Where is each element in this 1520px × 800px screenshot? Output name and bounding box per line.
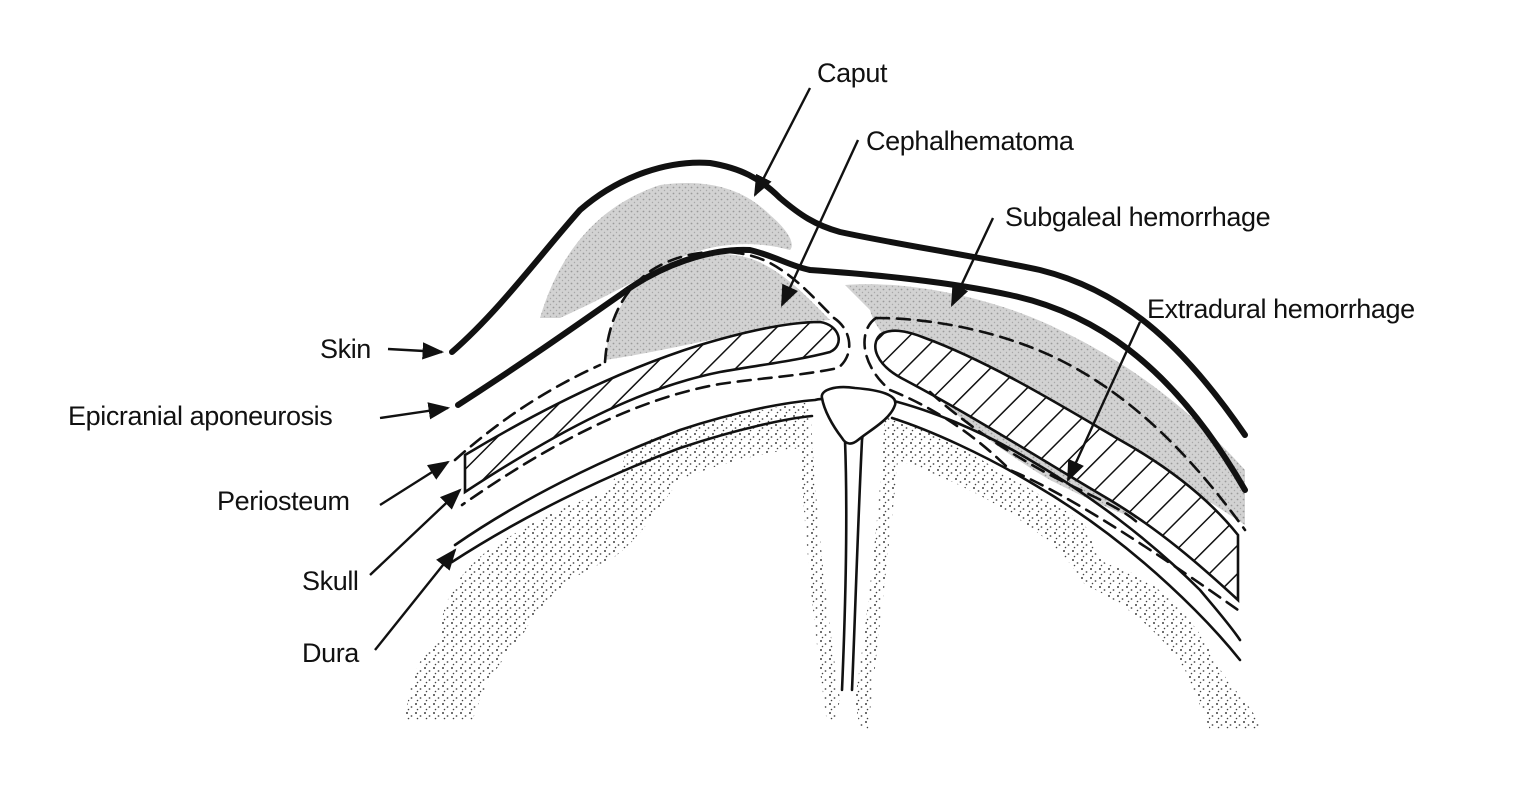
brain-right-interior bbox=[868, 460, 1210, 730]
label-subgaleal-hemorrhage: Subgaleal hemorrhage bbox=[1005, 202, 1270, 232]
label-dura: Dura bbox=[302, 638, 360, 668]
caput-leader bbox=[753, 87, 812, 197]
dura-arrow bbox=[374, 548, 457, 651]
label-epicranial-aponeurosis: Epicranial aponeurosis bbox=[68, 401, 332, 431]
cephalhematoma-region bbox=[605, 253, 830, 360]
epicranial-aponeurosis-line bbox=[455, 246, 1248, 493]
periosteum-around-right-plate bbox=[863, 316, 1240, 612]
periosteum-line-right bbox=[874, 316, 1247, 532]
dura-line-left-inner bbox=[450, 414, 814, 564]
extradural-leader bbox=[1066, 321, 1142, 482]
periosteum-line-left bbox=[453, 363, 602, 462]
extradural-outline bbox=[928, 390, 1142, 527]
cephalhematoma-leader bbox=[780, 139, 860, 307]
epicranial-arrow bbox=[379, 402, 451, 420]
periosteum-around-left-plate bbox=[460, 316, 851, 507]
dura-line-right bbox=[850, 398, 1242, 692]
brain-left-interior bbox=[470, 448, 828, 730]
skin-line bbox=[449, 159, 1248, 438]
label-cephalhematoma: Cephalhematoma bbox=[866, 126, 1075, 156]
caput-region bbox=[540, 183, 792, 318]
label-caput: Caput bbox=[817, 58, 888, 88]
skin-arrow bbox=[387, 342, 445, 360]
periosteum-arrow bbox=[379, 460, 450, 507]
sagittal-sinus bbox=[820, 385, 897, 445]
subgaleal-leader bbox=[950, 217, 995, 307]
label-skin: Skin bbox=[320, 334, 371, 364]
skull-arrow bbox=[369, 488, 462, 576]
dura-line-left bbox=[453, 397, 848, 692]
dura-line-right-inner bbox=[890, 416, 1242, 662]
label-extradural-hemorrhage: Extradural hemorrhage bbox=[1147, 294, 1415, 324]
label-periosteum: Periosteum bbox=[217, 486, 350, 516]
skull-plate-left bbox=[463, 320, 840, 495]
label-skull: Skull bbox=[302, 566, 359, 596]
